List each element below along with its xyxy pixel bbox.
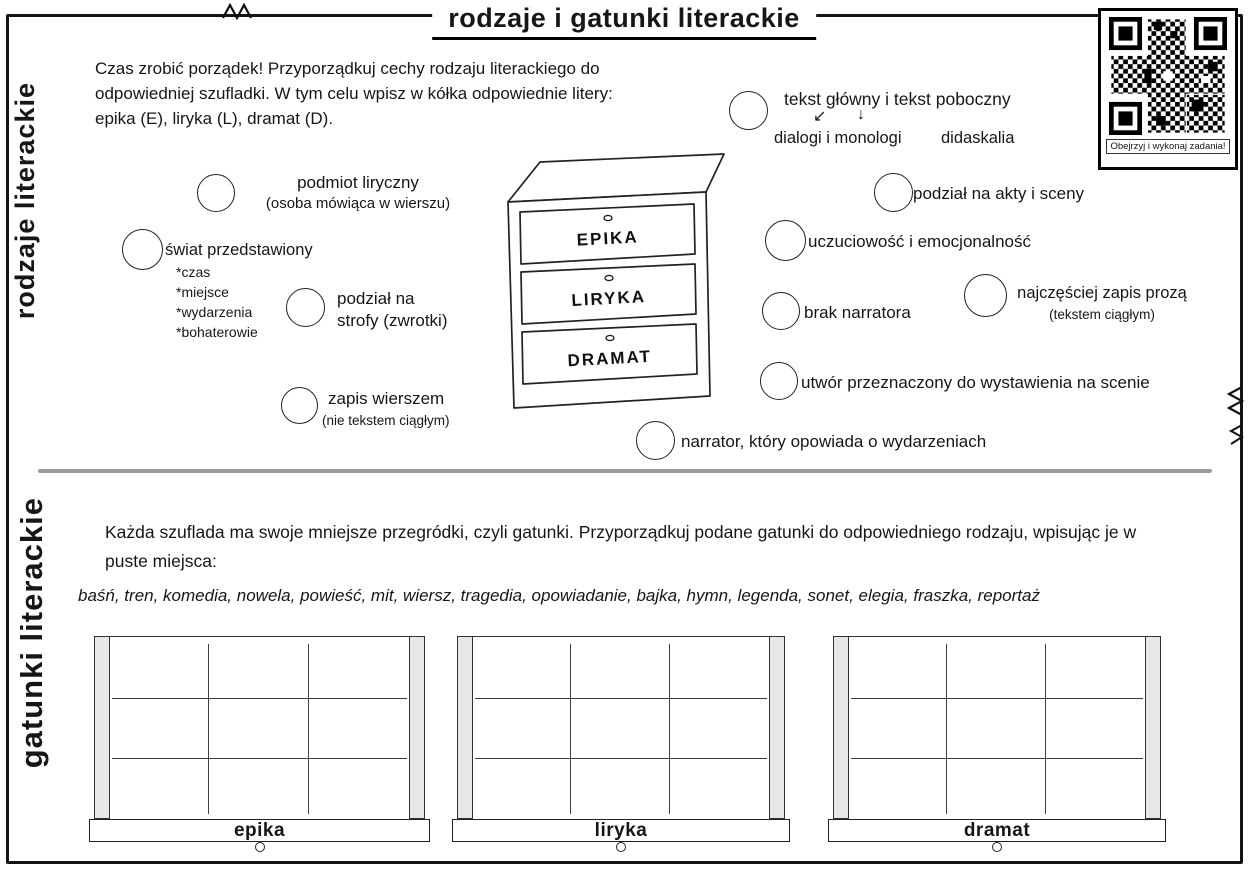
bullet-bohaterowie: *bohaterowie [176, 324, 258, 340]
feature-label: podmiot liryczny [297, 173, 419, 192]
drawer-front-liryka: liryka [452, 819, 790, 842]
drawer-front-epika: epika [89, 819, 430, 842]
drawer-rail [409, 636, 425, 819]
grid-line [1044, 644, 1046, 814]
sidebar-label-rodzaje: rodzaje literackie [10, 82, 40, 320]
genre-drawer-dramat: dramat [828, 636, 1166, 852]
feature-podmiot-liryczny: podmiot liryczny (osoba mówiąca w wiersz… [238, 172, 478, 214]
bullet-wydarzenia: *wydarzenia [176, 304, 253, 320]
genre-grid-epika[interactable] [109, 636, 410, 819]
feature-zapis-wierszem-sub: (nie tekstem ciągłym) [322, 413, 450, 428]
answer-circle-zapis-proza[interactable] [964, 274, 1007, 317]
feature-zapis-proza: najczęściej zapis prozą (tekstem ciągłym… [1006, 283, 1198, 325]
drawer-rail [457, 636, 473, 819]
feature-label: najczęściej zapis prozą [1017, 284, 1187, 302]
decorative-zigzag [222, 3, 252, 21]
bullet-miejsce: *miejsce [176, 284, 229, 300]
feature-podzial-strofy: podział na strofy (zwrotki) [337, 289, 448, 330]
answer-circle-swiat-przedstawiony[interactable] [122, 229, 163, 270]
answer-circle-podzial-strofy[interactable] [286, 288, 325, 327]
grid-line [208, 644, 210, 814]
feature-sublabel: (osoba mówiąca w wierszu) [265, 195, 451, 212]
drawer-front-dramat: dramat [828, 819, 1166, 842]
answer-circle-tekst-glowny[interactable] [729, 91, 768, 130]
grid-line [946, 644, 948, 814]
feature-zapis-wierszem: zapis wierszem [328, 389, 445, 408]
decorative-zigzag [1226, 386, 1244, 416]
drawer-rail [1145, 636, 1161, 819]
feature-narrator: narrator, który opowiada o wydarzeniach [681, 432, 987, 451]
grid-line [851, 698, 1143, 699]
genre-grid-liryka[interactable] [472, 636, 770, 819]
grid-line [570, 644, 572, 814]
drawer-label-epika: epika [233, 819, 286, 841]
drawer-rail [94, 636, 110, 819]
answer-circle-utwor-scena[interactable] [760, 362, 798, 400]
grid-line [112, 698, 407, 699]
feature-tekst-glowny: tekst główny i tekst poboczny [784, 89, 1011, 109]
answer-circle-narrator[interactable] [636, 421, 675, 460]
feature-sublabel: (tekstem ciągłym) [1049, 307, 1155, 322]
genre-drawer-liryka: liryka [452, 636, 790, 852]
answer-circle-brak-narratora[interactable] [762, 292, 800, 330]
qr-code [1109, 17, 1227, 135]
section-divider [38, 469, 1212, 473]
answer-circle-podmiot-liryczny[interactable] [197, 174, 235, 212]
page-title: rodzaje i gatunki literackie [432, 1, 816, 40]
feature-swiat-przedstawiony: świat przedstawiony [165, 241, 313, 259]
grid-line [668, 644, 670, 814]
decorative-zigzag [1228, 424, 1244, 445]
instructions-rodzaje: Czas zrobić porządek! Przyporządkuj cech… [95, 59, 613, 128]
bullet-czas: *czas [176, 264, 211, 280]
feature-akty-sceny: podział na akty i sceny [913, 184, 1085, 203]
instructions-gatunki: Każda szuflada ma swoje mniejsze przegró… [105, 522, 1137, 571]
drawer-rail [769, 636, 785, 819]
feature-brak-narratora: brak narratora [804, 303, 911, 322]
dresser-drawer-label-liryka: LIRYKA [571, 287, 647, 310]
genre-list: baśń, tren, komedia, nowela, powieść, mi… [78, 586, 1040, 605]
grid-line [307, 644, 309, 814]
feature-swiat-bullets: *czas *miejsce *wydarzenia *bohaterowie [176, 262, 258, 342]
drawer-knob [992, 842, 1002, 852]
grid-line [851, 758, 1143, 759]
drawer-rail [833, 636, 849, 819]
arrow-down-left-icon: ↙ [813, 108, 827, 125]
drawer-label-liryka: liryka [594, 819, 648, 841]
feature-didaskalia: didaskalia [941, 129, 1015, 147]
grid-line [475, 758, 767, 759]
feature-uczuciowosc: uczuciowość i emocjonalność [808, 232, 1031, 251]
arrow-down-icon: ↓ [857, 106, 865, 123]
answer-circle-zapis-wierszem[interactable] [281, 387, 318, 424]
genre-grid-dramat[interactable] [848, 636, 1146, 819]
feature-utwor-scena: utwór przeznaczony do wystawienia na sce… [801, 373, 1150, 392]
genre-drawer-epika: epika [89, 636, 430, 852]
answer-circle-uczuciowosc[interactable] [765, 220, 806, 261]
qr-code-box: Obejrzyj i wykonaj zadania! [1098, 8, 1238, 170]
drawer-label-dramat: dramat [963, 819, 1031, 841]
feature-dialogi-monologi: dialogi i monologi [774, 129, 902, 147]
grid-line [475, 698, 767, 699]
drawer-knob [254, 842, 265, 852]
answer-circle-akty-sceny[interactable] [874, 173, 913, 212]
dresser-drawer-label-dramat: DRAMAT [567, 347, 652, 370]
dresser-illustration: EPIKA LIRYKA DRAMAT [507, 153, 725, 409]
qr-caption: Obejrzyj i wykonaj zadania! [1106, 139, 1230, 154]
drawer-knob [616, 842, 626, 852]
grid-line [112, 758, 407, 759]
dresser-drawer-label-epika: EPIKA [576, 227, 639, 249]
sidebar-label-gatunki: gatunki literackie [14, 497, 49, 769]
